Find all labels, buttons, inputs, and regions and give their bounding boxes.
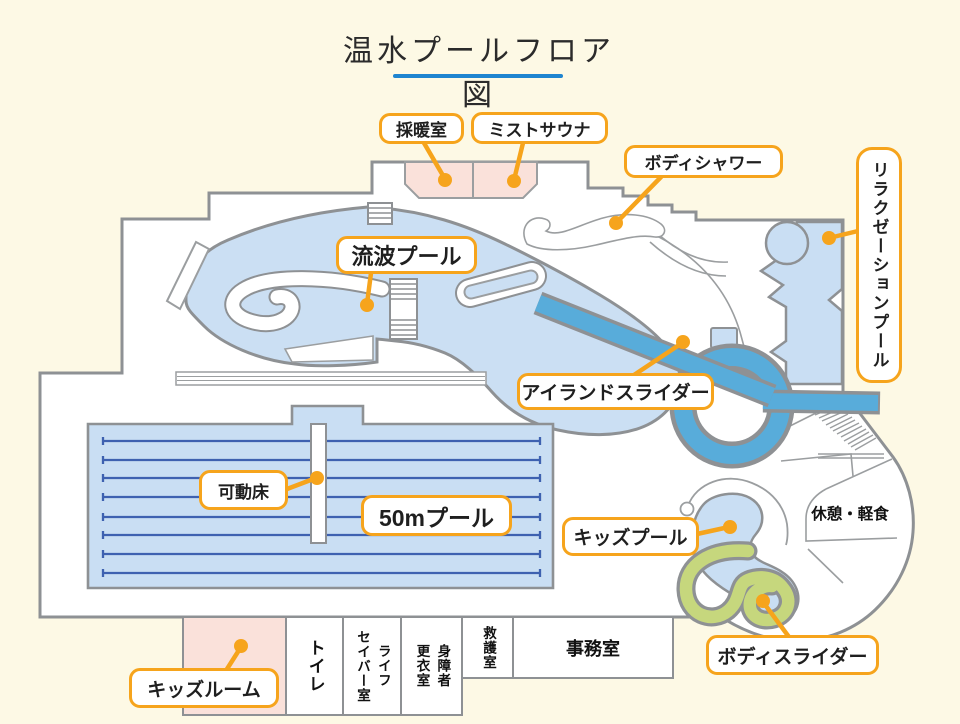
rest-area-label: 休憩・軽食 [811,506,889,523]
first-aid-room [461,616,514,679]
leader-island-slider [631,340,685,378]
leader-mist-sauna [511,140,526,183]
mist-sauna-area [472,161,538,199]
leader-body-slider [760,599,792,640]
terrace-curls [644,229,898,584]
capsule-pool [465,271,537,298]
beach-wedge [283,335,374,363]
label-island-slider: アイランドスライダー [517,373,714,410]
rail-end-post [679,501,695,517]
leader-body-shower [614,174,664,225]
label-kids-room: キッズルーム [129,668,279,708]
page-title: 温水プールフロア図 [343,35,615,112]
title-underline [393,74,563,78]
label-wave-pool: 流波プール [336,236,477,274]
pool-bridge [389,278,418,340]
label-50m-pool: 50mプール [361,495,512,536]
room-label-first-aid: 救護室 [480,625,496,670]
pool-ladder [367,202,393,225]
leader-warming-room [421,140,448,182]
leader-dots [234,173,836,653]
office-room [512,616,674,679]
toilet-room [285,616,344,716]
wave-pool-island-fill [226,272,389,331]
bench-strip [175,371,487,386]
room-label-lifesaver: ライフ セイバー室 [355,629,391,703]
label-body-shower: ボディシャワー [624,145,783,178]
slanted-platform [165,240,211,311]
accessible-changing-room [400,616,463,716]
kids-pool-rail [687,477,789,546]
body-shower-canopy [523,213,666,251]
label-kids-pool: キッズプール [562,517,699,556]
label-warming-room: 採暖室 [379,113,464,144]
body-slider [676,541,798,630]
room-label-toilet: トイレ [305,639,325,693]
label-body-slider: ボディスライダー [706,635,879,675]
lifesaver-room [342,616,402,716]
room-label-accessible-changing: 身障者 更衣室 [414,644,451,688]
room-label-office: 事務室 [566,638,620,659]
label-mist-sauna: ミストサウナ [471,112,608,144]
label-relaxation-pool: リラクゼーションプール [856,147,902,383]
label-movable-floor: 可動床 [199,470,288,510]
round-pool [764,220,810,266]
